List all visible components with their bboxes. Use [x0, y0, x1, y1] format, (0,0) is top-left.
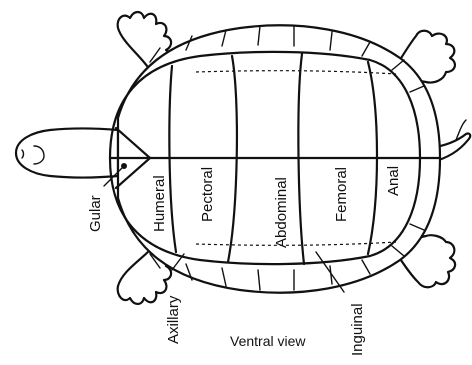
- head: [16, 129, 118, 178]
- label-anal: Anal: [385, 166, 402, 196]
- label-axillary: Axillary: [165, 295, 182, 344]
- caption-ventral-view: Ventral view: [230, 333, 306, 349]
- label-pectoral: Pectoral: [199, 167, 216, 222]
- label-humeral: Humeral: [151, 175, 168, 232]
- label-abdominal: Abdominal: [273, 177, 290, 248]
- label-gular: Gular: [87, 195, 104, 232]
- label-inguinal: Inguinal: [349, 303, 366, 356]
- label-femoral: Femoral: [333, 167, 350, 222]
